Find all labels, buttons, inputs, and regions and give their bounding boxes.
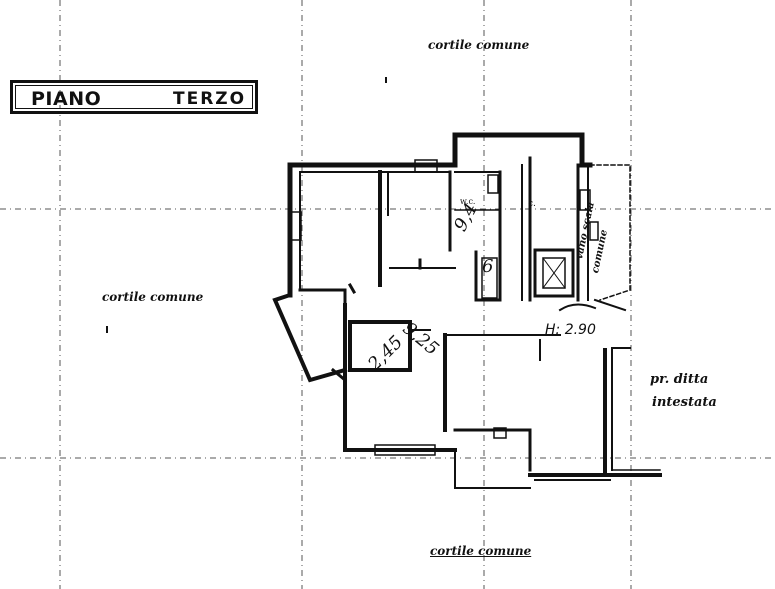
ceiling-height-label: H: 2.90 bbox=[545, 322, 596, 338]
floor-title-box: PIANO TERZO bbox=[10, 80, 258, 114]
neighbor-label-line1: pr. ditta bbox=[650, 372, 709, 387]
floor-title-word: PIANO bbox=[31, 88, 102, 110]
floor-level-word: TERZO bbox=[173, 89, 247, 109]
handwritten-area-2: 6 bbox=[482, 256, 494, 277]
neighbor-label-line2: intestata bbox=[652, 395, 717, 410]
corridor-label: c. bbox=[528, 199, 536, 209]
wc-label: w.c. bbox=[460, 197, 476, 206]
courtyard-bottom-label: cortile comune bbox=[430, 544, 532, 558]
courtyard-top-label: cortile comune bbox=[428, 38, 530, 52]
walls bbox=[106, 77, 662, 489]
courtyard-left-label: cortile comune bbox=[102, 290, 204, 304]
